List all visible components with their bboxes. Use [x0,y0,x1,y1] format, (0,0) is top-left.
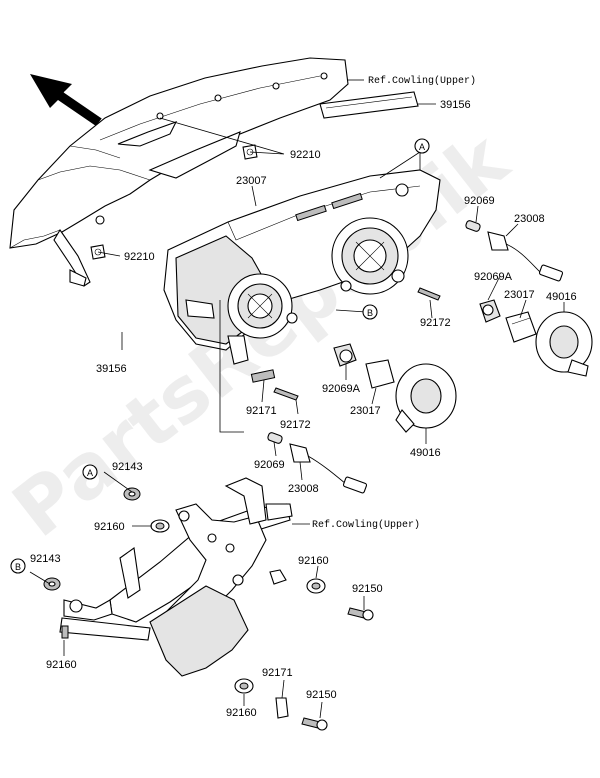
grommet-92171-center [250,369,276,383]
part-39156-top: 39156 [440,99,471,111]
svg-text:A: A [419,142,425,152]
ref-cowling-upper-bottom: Ref.Cowling(Upper) [312,519,420,531]
svg-text:A: A [87,468,93,478]
screw-92172-right [417,287,441,301]
part-92171-bottom: 92171 [262,667,293,679]
grommet-92160-d [234,678,254,694]
headlight-bracket [59,477,293,677]
part-49016-center: 49016 [410,447,441,459]
part-92172-center: 92172 [280,419,311,431]
upper-cowling [9,57,349,287]
part-92210-a: 92210 [290,149,321,161]
part-92069a-center: 92069A [322,383,361,395]
bulb-socket-23017-center [365,359,395,389]
ref-cowling-upper-top: Ref.Cowling(Upper) [368,75,476,87]
headlight-bulb-92069a-right [479,299,501,323]
part-92069-top: 92069 [464,195,495,207]
grommet-92143-b [43,577,61,591]
dust-cover-49016-right [535,311,593,377]
grommet-92160-b [61,625,69,639]
part-92160-d: 92160 [226,707,257,719]
callout-b-bottom: B [10,558,26,574]
position-socket-23008-right [487,231,564,282]
part-92143-b: 92143 [30,553,61,565]
callout-b-mid: B [362,304,378,320]
part-39156-left: 39156 [96,363,127,375]
part-92172-right: 92172 [420,317,451,329]
position-socket-23008-center [289,443,368,494]
part-23008-top: 23008 [514,213,545,225]
bulb-socket-23017-right [505,311,537,343]
part-49016-right: 49016 [546,291,577,303]
part-23017-right: 23017 [504,289,535,301]
front-direction-arrow-icon [30,74,103,126]
callout-a-top: A [414,138,430,154]
position-bulb-92069-center [267,432,283,444]
part-23017-center: 23017 [350,405,381,417]
part-92160-c: 92160 [298,555,329,567]
part-92160-a: 92160 [94,521,125,533]
part-92143-a: 92143 [112,461,143,473]
grommet-92143-a [123,487,141,501]
grommet-92160-c [306,578,326,594]
part-92210-b: 92210 [124,251,155,263]
grommet-92171-bottom [275,697,289,719]
headlight-bulb-92069a-center [333,343,357,367]
bolt-92150-b [301,717,328,731]
leader-lines [29,79,565,719]
part-92069a-right: 92069A [474,271,513,283]
dust-cover-49016-center [395,363,457,433]
screw-92172-center [273,387,299,401]
part-92171-center: 92171 [246,405,277,417]
position-bulb-92069-right [465,220,481,232]
part-23007: 23007 [236,175,267,187]
callout-a-bottom: A [82,464,98,480]
grommet-92160-a [150,519,170,533]
svg-text:B: B [15,562,21,572]
inner-panel-39156 [319,91,419,119]
headlight-assembly [163,169,441,365]
part-92069-center: 92069 [254,459,285,471]
svg-text:B: B [367,308,373,318]
bolt-92150-a [347,607,374,621]
part-92150-a: 92150 [352,583,383,595]
part-23008-center: 23008 [288,483,319,495]
part-92150-b: 92150 [306,689,337,701]
part-92160-b: 92160 [46,659,77,671]
